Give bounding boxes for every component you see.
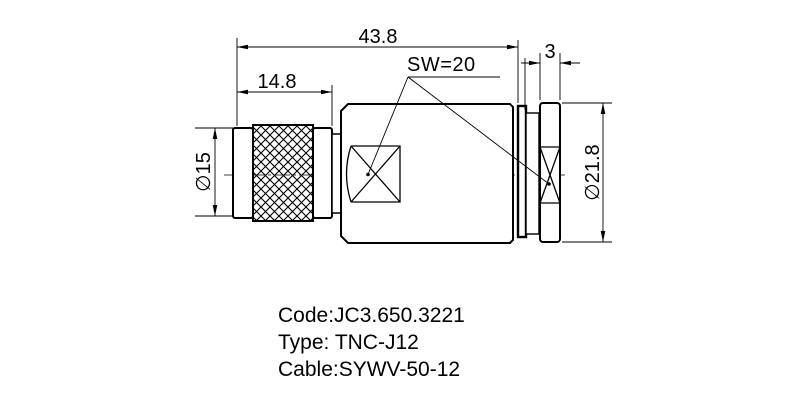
dimension-coupling-diameter: [195, 127, 233, 217]
dimension-body-diameter: [562, 102, 612, 243]
hex-flat-diagonal-2: [350, 145, 401, 203]
dimension-end-cap-width: [521, 53, 580, 110]
end-cap-diagonal-2: [539, 146, 561, 204]
arrowhead-right-icon: [529, 60, 540, 66]
leader-line-end-cap: [407, 76, 550, 185]
note-type: Type: TNC-J12: [278, 331, 419, 354]
arrowhead-left-icon: [560, 60, 571, 66]
dim-coupling-diameter-label: ∅15: [193, 152, 215, 192]
hex-flat-arc: [345, 145, 352, 203]
connector-body: [340, 103, 514, 244]
knurl-surface: [252, 124, 314, 222]
wrench-size-label: SW=20: [407, 54, 476, 76]
arrowhead-left-icon: [237, 44, 248, 50]
end-cap-hex-flat-marking: [539, 146, 561, 204]
hex-flat-outline: [351, 145, 401, 203]
right-interface-ring: [312, 127, 333, 219]
arrowhead-down-icon: [600, 231, 606, 242]
arrowhead-up-icon: [600, 103, 606, 114]
leader-line-body: [367, 76, 409, 175]
left-interface-ring: [232, 127, 254, 219]
groove-section: [525, 112, 540, 235]
note-code: Code:JC3.650.3221: [278, 304, 465, 327]
step-cylinder: [331, 133, 342, 214]
arrowhead-down-icon: [212, 205, 218, 216]
dim-body-diameter-label: ∅21.8: [582, 144, 604, 200]
dim-end-cap-width-label: 3: [544, 41, 555, 63]
wrench-size-callout: [367, 76, 550, 185]
body-hex-flat-marking: [345, 145, 401, 203]
arrowhead-left-icon: [237, 89, 248, 95]
arrowhead-right-icon: [321, 89, 332, 95]
dim-coupling-length-label: 14.8: [258, 71, 297, 93]
dim-overall-length-label: 43.8: [359, 26, 398, 48]
dimension-coupling-length: [237, 85, 333, 126]
arrowhead-up-icon: [212, 128, 218, 139]
dimension-overall-length: [236, 38, 519, 126]
connector-part: [224, 102, 567, 244]
washer-ring: [516, 104, 528, 239]
end-cap-nut: [539, 102, 561, 243]
notes-block: Code:JC3.650.3221 Type: TNC-J12 Cable:SY…: [278, 304, 465, 381]
note-cable: Cable:SYWV-50-12: [278, 358, 460, 381]
arrowhead-right-icon: [507, 44, 518, 50]
